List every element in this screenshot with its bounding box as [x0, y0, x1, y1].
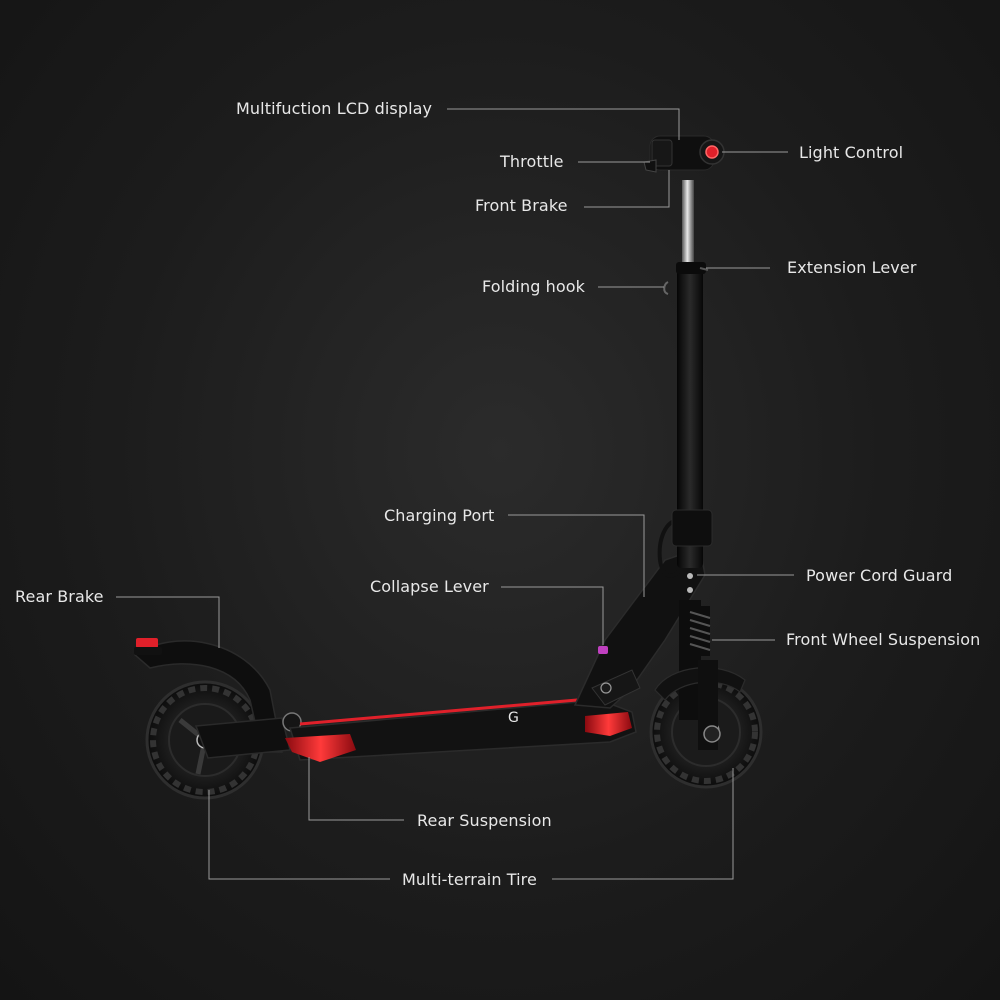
- label-folding-hook: Folding hook: [482, 277, 586, 296]
- rear-brake-light: [136, 638, 158, 648]
- label-multi-terrain-tire: Multi-terrain Tire: [402, 870, 537, 889]
- leader-collapse-lever: [501, 586, 604, 645]
- stem: [657, 180, 713, 578]
- deck: G: [285, 696, 637, 762]
- label-extension-lever: Extension Lever: [787, 258, 917, 277]
- leader-rear-suspension: [308, 757, 404, 821]
- collapse-lever-accent: [598, 646, 608, 654]
- leader-rear-brake: [116, 596, 220, 648]
- deck-logo: G: [508, 710, 519, 726]
- label-rear-brake: Rear Brake: [15, 587, 104, 606]
- light-control-button: [705, 145, 719, 159]
- leader-multi-terrain-tire-front: [552, 768, 734, 880]
- rear-suspension-light: [285, 734, 356, 762]
- leader-front-brake: [584, 170, 670, 208]
- rear-fender: [133, 638, 283, 753]
- label-light-control: Light Control: [799, 143, 904, 162]
- front-suspension: [654, 606, 746, 750]
- label-front-brake: Front Brake: [475, 196, 568, 215]
- label-lcd-display: Multifuction LCD display: [236, 99, 433, 118]
- label-throttle: Throttle: [500, 152, 564, 171]
- label-rear-suspension: Rear Suspension: [417, 811, 552, 830]
- leader-charging-port: [508, 514, 645, 597]
- label-collapse-lever: Collapse Lever: [370, 577, 489, 596]
- label-power-cord-guard: Power Cord Guard: [806, 566, 953, 585]
- label-front-wheel-suspension: Front Wheel Suspension: [786, 630, 981, 649]
- label-charging-port: Charging Port: [384, 506, 495, 525]
- leader-lcd-display: [447, 108, 680, 140]
- leader-multi-terrain-tire-rear: [208, 790, 390, 880]
